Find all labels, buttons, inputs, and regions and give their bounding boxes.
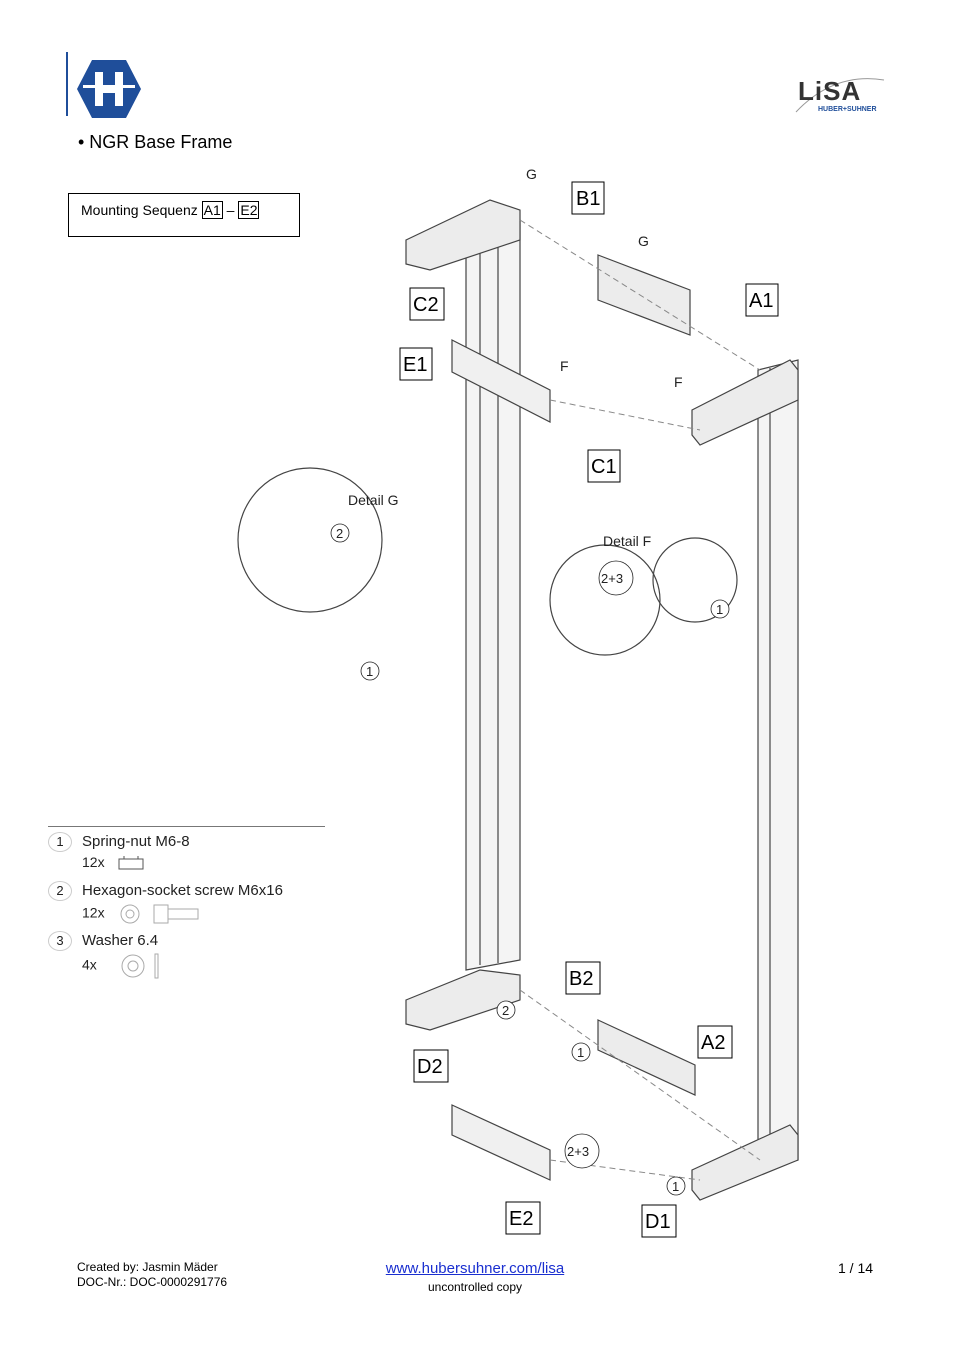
label-e1: E1 [403, 354, 427, 376]
callout-1-b2: 1 [577, 1045, 584, 1060]
part-qty-value: 12x [82, 854, 105, 870]
label-d2: D2 [417, 1056, 443, 1078]
part-name: Hexagon-socket screw M6x16 [82, 882, 283, 899]
part-item-3: 3 Washer 6.4 [48, 931, 158, 951]
part-number: 1 [48, 832, 72, 852]
part-qty-3: 4x [82, 953, 169, 979]
callout-2-bottom: 2 [502, 1003, 509, 1018]
sequence-label: Mounting Sequenz [81, 202, 198, 218]
header-rule [66, 52, 68, 116]
footer-author: Created by: Jasmin Mäder DOC-Nr.: DOC-00… [77, 1260, 227, 1290]
page-number: 1 / 14 [838, 1260, 874, 1276]
label-d1: D1 [645, 1211, 671, 1233]
parts-list-rule [48, 826, 325, 827]
callout-2-detail-g: 2 [336, 526, 343, 541]
callout-1-d1: 1 [672, 1179, 679, 1194]
washer-icon [121, 953, 159, 979]
label-a2: A2 [701, 1032, 725, 1054]
part-name: Washer 6.4 [82, 932, 159, 949]
created-by: Created by: Jasmin Mäder [77, 1260, 218, 1274]
sequence-to: E2 [238, 201, 260, 219]
sequence-from: A1 [201, 201, 223, 219]
detail-g-label: Detail G [348, 492, 399, 508]
letter-f-right: F [674, 374, 683, 390]
letter-g-crossbar: G [638, 233, 649, 249]
mounting-sequence-box: Mounting Sequenz A1 – E2 [68, 193, 300, 237]
callout-1-detail-f: 1 [716, 602, 723, 617]
part-item-1: 1 Spring-nut M6-8 [48, 832, 190, 852]
website-link[interactable]: www.hubersuhner.com/lisa [385, 1260, 565, 1277]
part-name: Spring-nut M6-8 [82, 833, 190, 850]
uncontrolled-copy-note: uncontrolled copy [427, 1280, 523, 1294]
label-b1: B1 [576, 188, 600, 210]
part-number: 3 [48, 931, 72, 951]
part-number: 2 [48, 881, 72, 901]
page-title: • NGR Base Frame [78, 132, 233, 152]
huber-suhner-logo-icon [77, 60, 141, 118]
letter-f-left: F [560, 358, 569, 374]
assembly-drawing: B1 A1 C2 E1 C1 B2 A2 D2 E2 D1 Detail G D… [237, 166, 799, 1238]
label-a1: A1 [749, 290, 773, 312]
part-qty-1: 12x [82, 854, 146, 872]
part-qty-2: 12x [82, 903, 206, 925]
part-item-2: 2 Hexagon-socket screw M6x16 [48, 881, 283, 901]
lisa-logo: LiSA HUBER+SUHNER [794, 72, 886, 118]
lisa-logo-subtext: HUBER+SUHNER [818, 106, 877, 113]
part-qty-value: 4x [82, 956, 97, 973]
hexagon-screw-icon [120, 904, 199, 924]
letter-g-top: G [526, 166, 537, 182]
label-c2: C2 [413, 294, 439, 316]
callout-23-bottom: 2+3 [567, 1144, 589, 1159]
doc-number: DOC-Nr.: DOC-0000291776 [77, 1275, 228, 1289]
spring-nut-icon [118, 856, 144, 870]
callout-23-detail-f: 2+3 [601, 571, 623, 586]
callout-1-detail-g: 1 [366, 664, 373, 679]
part-qty-value: 12x [82, 904, 105, 921]
footer-center: www.hubersuhner.com/lisa uncontrolled co… [350, 1260, 600, 1294]
label-e2: E2 [509, 1208, 533, 1230]
detail-f-label: Detail F [603, 533, 651, 549]
sequence-dash: – [226, 202, 235, 218]
label-c1: C1 [591, 456, 617, 478]
label-b2: B2 [569, 968, 593, 990]
lisa-logo-text: LiSA [798, 76, 862, 106]
